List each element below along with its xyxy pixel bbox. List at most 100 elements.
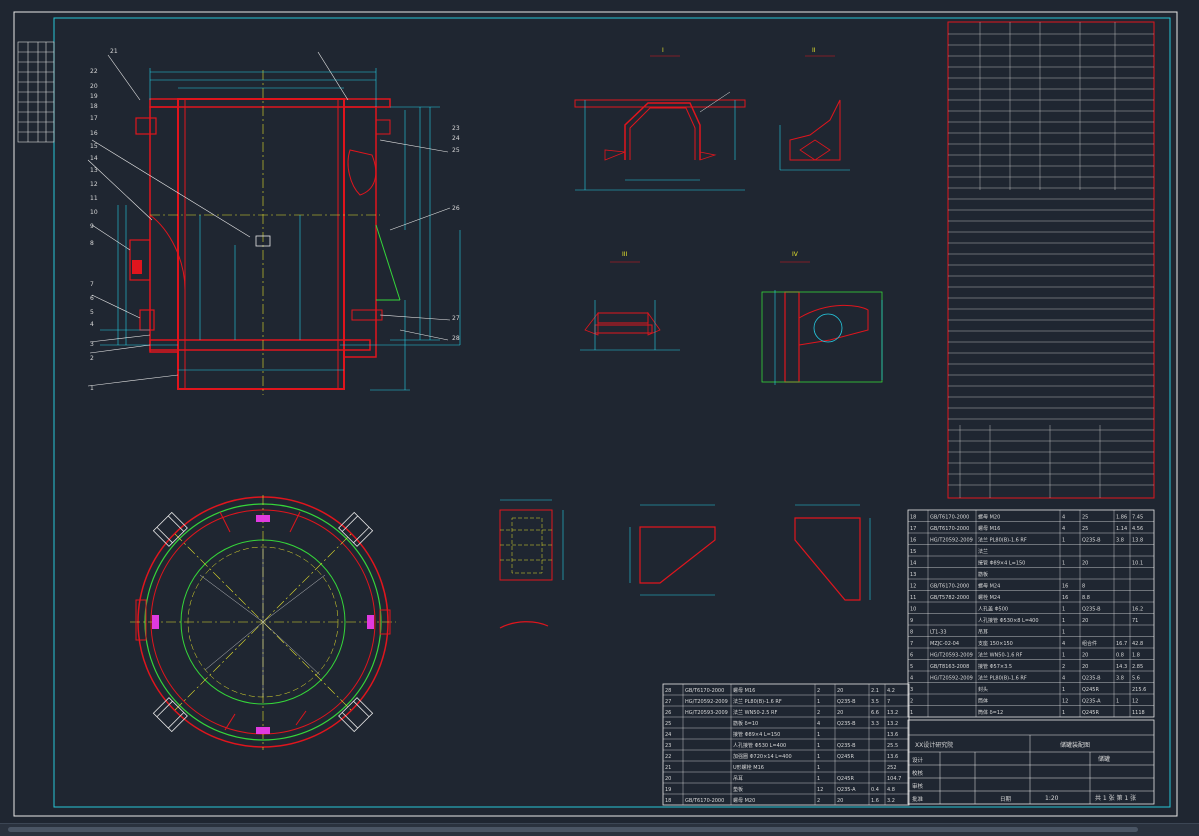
table-cell: 法兰 — [978, 548, 988, 555]
table-cell: 人孔接管 Φ530×8 L=400 — [978, 617, 1039, 624]
part-num: 26 — [452, 205, 460, 212]
scale: 1:20 — [1045, 795, 1059, 802]
part-num: 2 — [90, 355, 94, 362]
table-cell: 9 — [910, 618, 913, 624]
table-cell: 1 — [1062, 538, 1065, 544]
table-cell: 4.8 — [887, 787, 895, 793]
table-cell: 1 — [817, 754, 820, 760]
table-cell: 1 — [817, 699, 820, 705]
outer-frame — [13, 11, 1178, 817]
table-cell: 8 — [910, 630, 913, 636]
drawing-title: 储罐装配图 — [1060, 741, 1090, 749]
part-num: 14 — [90, 155, 98, 162]
table-cell: 螺母 M16 — [978, 525, 1000, 532]
table-cell: 18 — [665, 798, 671, 804]
scrollbar-thumb[interactable] — [8, 827, 1138, 832]
project-name: 储罐 — [1098, 755, 1110, 763]
part-numbers-left: 21 22 20 19 18 17 16 15 14 13 12 11 10 9… — [90, 48, 118, 392]
table-cell: 接管 Φ57×3.5 — [978, 663, 1012, 670]
table-cell: 12 — [910, 584, 916, 590]
table-cell: 螺母 M16 — [733, 687, 755, 694]
table-cell: 22 — [665, 754, 671, 760]
table-cell: 1 — [817, 765, 820, 771]
table-cell: 筋板 — [978, 571, 988, 578]
table-cell: 10.1 — [1132, 561, 1143, 567]
part-num: 22 — [90, 68, 98, 75]
table-cell: 2.85 — [1132, 664, 1143, 670]
part-num: 20 — [90, 83, 98, 90]
view-label: III — [622, 251, 628, 258]
detail-ii: II — [779, 47, 850, 171]
table-cell: 20 — [1082, 618, 1088, 624]
table-cell: 25 — [665, 721, 671, 727]
table-cell: HG/T20592-2009 — [685, 699, 728, 705]
table-cell: 2 — [1062, 664, 1065, 670]
table-cell: 4 — [1062, 676, 1065, 682]
part-num: 23 — [452, 125, 460, 132]
table-cell: 法兰 PL80(B)-1.6 RF — [733, 698, 782, 705]
table-cell: 螺母 M24 — [978, 583, 1000, 590]
part-num: 11 — [90, 195, 98, 202]
table-cell: GB/T6170-2000 — [930, 515, 969, 521]
part-num: 1 — [90, 385, 94, 392]
table-cell: 17 — [910, 526, 916, 532]
table-cell: 20 — [837, 710, 843, 716]
role-check: 校核 — [912, 769, 924, 777]
table-cell: 6.6 — [871, 710, 879, 716]
table-cell: 3 — [910, 687, 913, 693]
table-cell: 20 — [837, 688, 843, 694]
table-cell: 筒体 δ=12 — [978, 709, 1003, 716]
table-cell: 1 — [817, 743, 820, 749]
table-cell: 5.6 — [1132, 676, 1140, 682]
table-cell: 1118 — [1132, 710, 1145, 716]
part-num: 10 — [90, 209, 98, 216]
part-num: 16 — [90, 130, 98, 137]
table-cell: 1 — [1062, 561, 1065, 567]
table-cell: 组合件 — [1082, 640, 1097, 647]
table-cell: 筒体 — [978, 698, 988, 705]
table-cell: 法兰 WN50-1.6 RF — [978, 652, 1022, 659]
table-cell: GB/T6170-2000 — [930, 526, 969, 532]
table-cell: 13.2 — [887, 710, 898, 716]
table-cell: 螺栓 M24 — [978, 594, 1000, 601]
role-review: 审核 — [912, 782, 924, 790]
detail-i: I — [574, 47, 746, 191]
table-cell: 27 — [665, 699, 671, 705]
table-cell: MZJC-02-04 — [930, 641, 959, 647]
table-cell: 11 — [910, 595, 916, 601]
detail-plate — [499, 499, 564, 629]
table-cell: 1 — [817, 732, 820, 738]
table-cell: 1.86 — [1116, 515, 1127, 521]
table-cell: 4 — [817, 721, 820, 727]
table-cell: 16 — [1062, 584, 1068, 590]
table-cell: 1 — [1116, 699, 1119, 705]
part-num: 3 — [90, 341, 94, 348]
detail-iii: III — [580, 251, 680, 351]
table-cell: 16.2 — [1132, 607, 1143, 613]
table-cell: 215.6 — [1132, 687, 1146, 693]
table-cell: Q245R — [1082, 687, 1099, 693]
horizontal-scrollbar[interactable] — [0, 823, 1199, 836]
table-cell: 吊耳 — [733, 776, 743, 782]
company-name: XX设计研究院 — [915, 741, 953, 749]
table-cell: 12 — [817, 787, 823, 793]
table-cell: 螺母 M20 — [978, 514, 1000, 521]
view-label: I — [662, 47, 664, 54]
table-cell: U形螺栓 M16 — [733, 764, 764, 771]
table-cell: Q235-B — [837, 699, 856, 705]
table-cell: 人孔盖 Φ500 — [978, 606, 1008, 613]
table-cell: 2.1 — [871, 688, 879, 694]
table-cell: Q235-B — [1082, 538, 1101, 544]
table-cell: 21 — [665, 765, 671, 771]
part-num: 12 — [90, 181, 98, 188]
table-cell: 1.6 — [871, 798, 879, 804]
elevation-view: 21 22 20 19 18 17 16 15 14 13 12 11 10 9… — [87, 48, 461, 395]
table-cell: GB/T8163-2008 — [930, 664, 969, 670]
table-cell: 2 — [817, 688, 820, 694]
table-cell: 1 — [1062, 630, 1065, 636]
table-cell: 1 — [1062, 607, 1065, 613]
table-cell: 封头 — [978, 686, 988, 693]
part-num: 24 — [452, 135, 460, 142]
part-num: 21 — [110, 48, 118, 55]
